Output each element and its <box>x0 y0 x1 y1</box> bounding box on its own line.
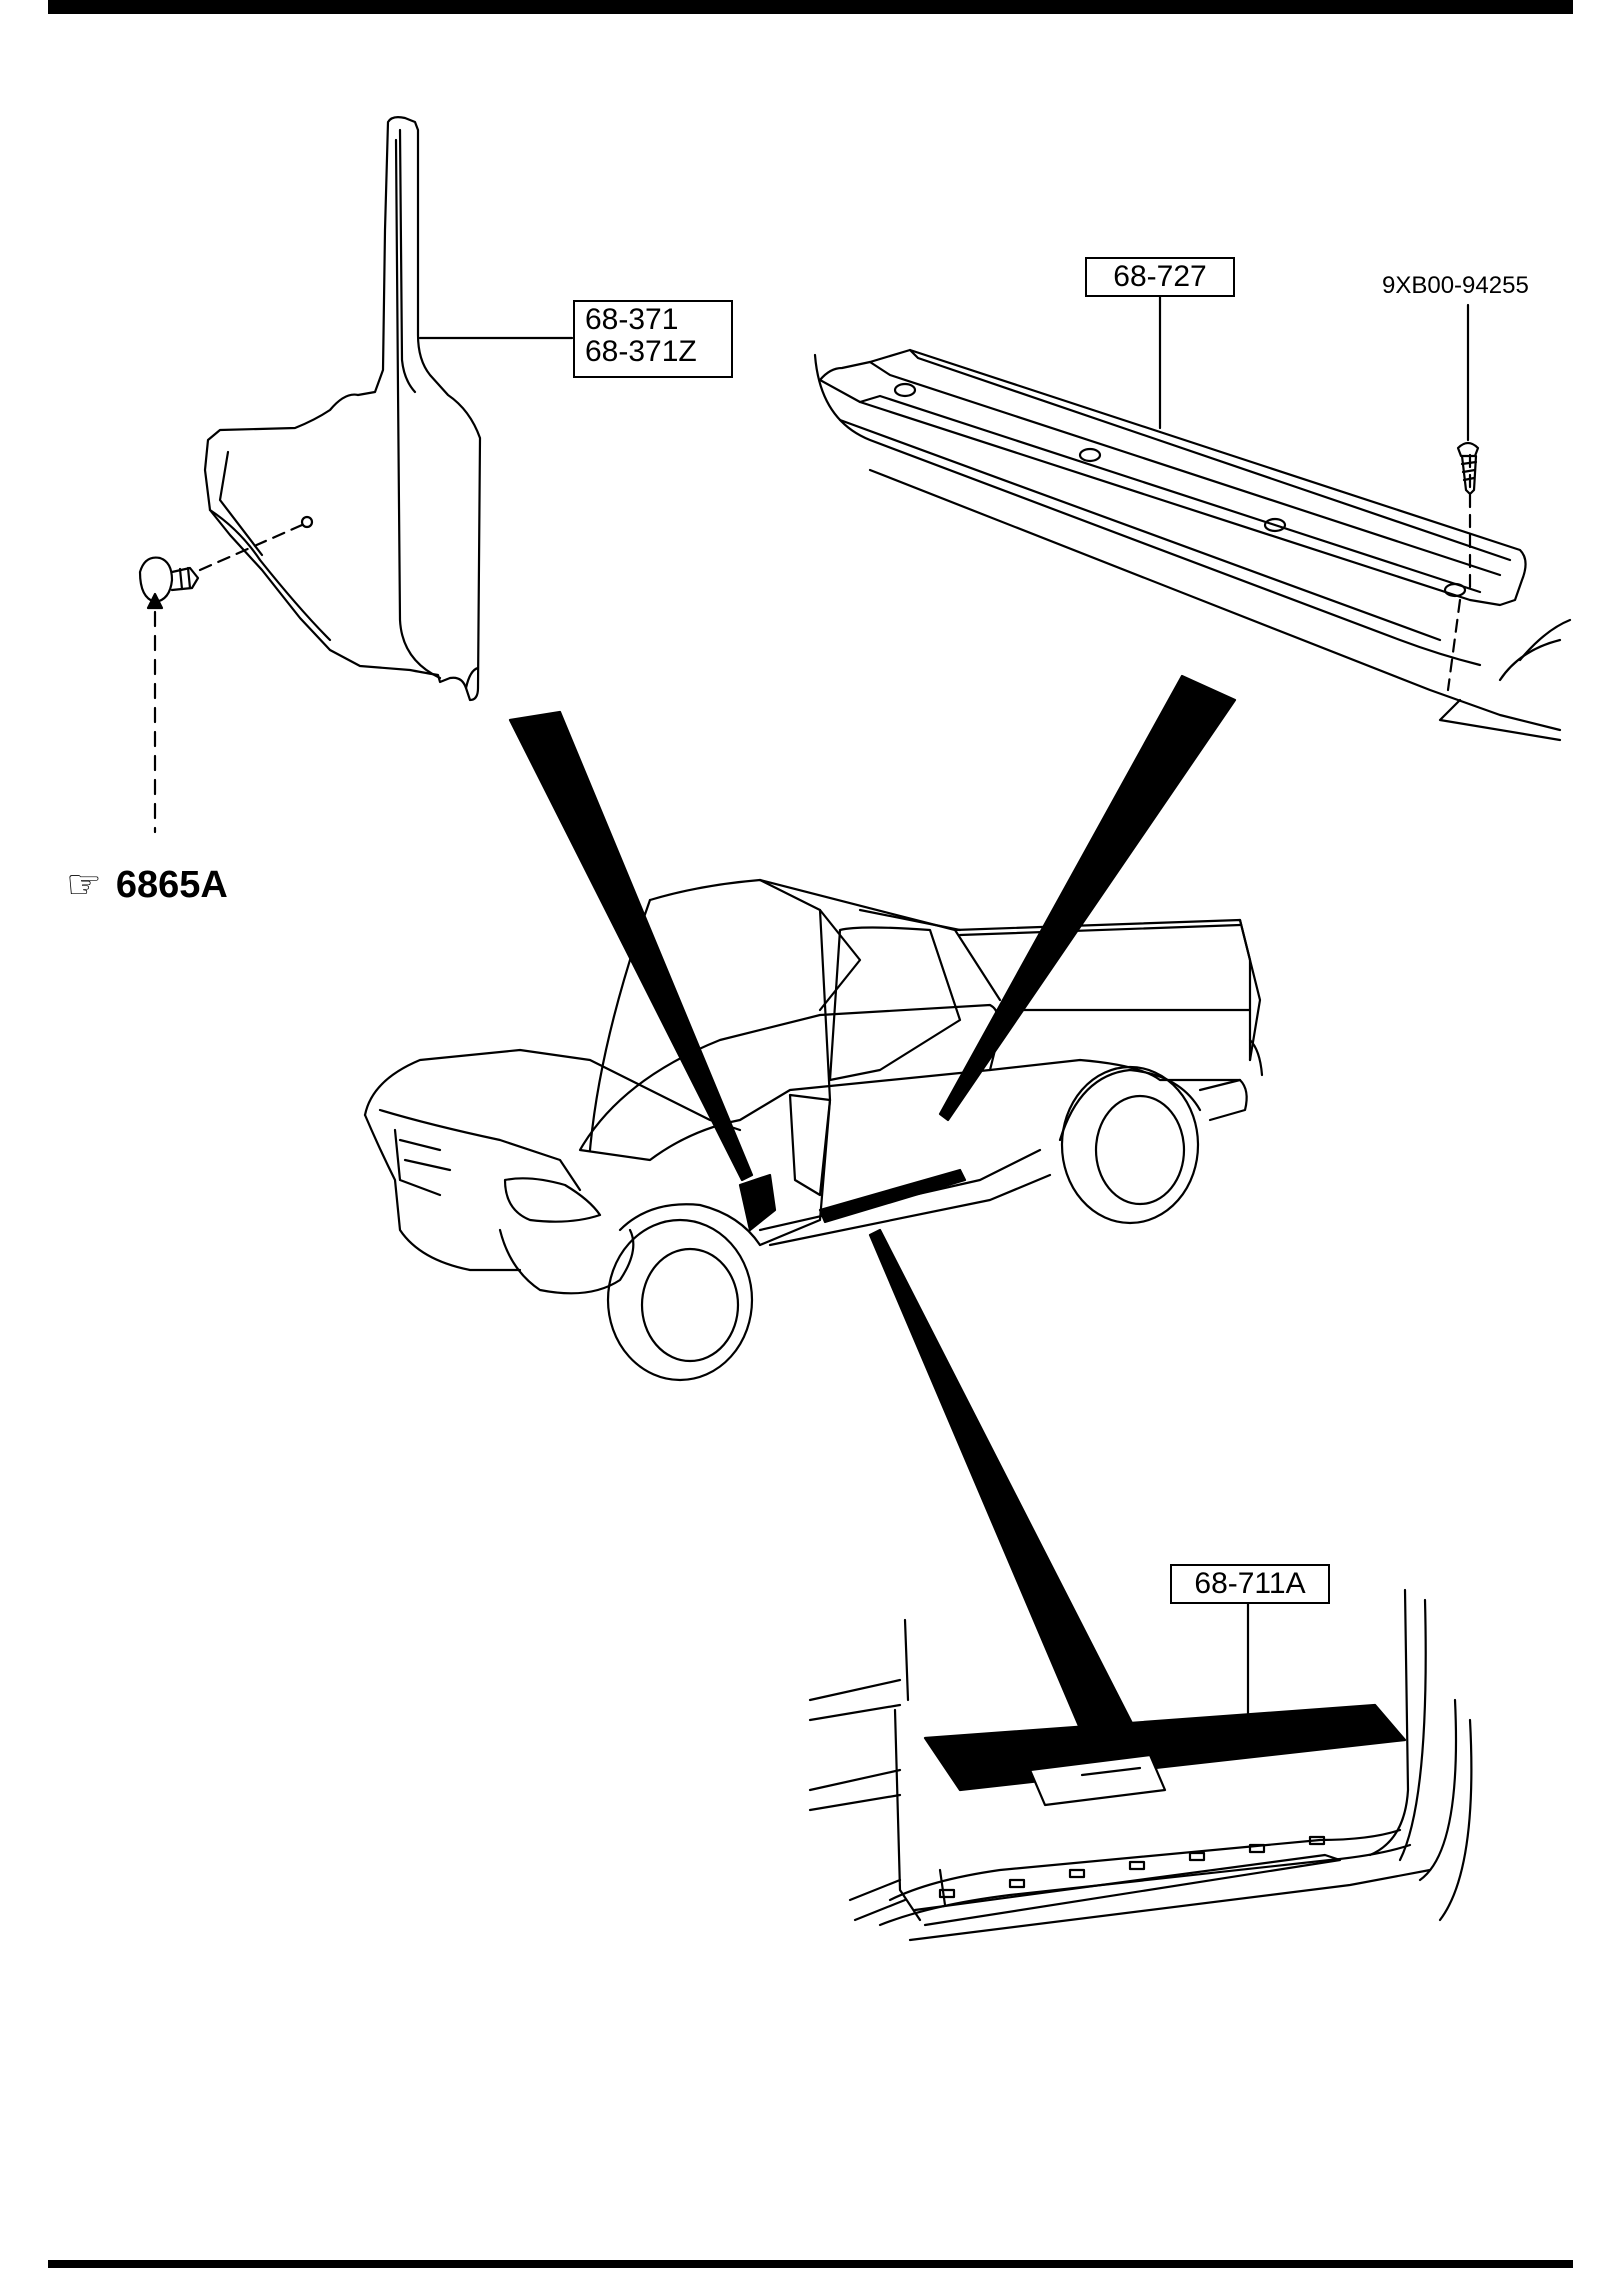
callout-pillar-trim: 68-371 68-371Z <box>573 300 733 378</box>
top-border-rule <box>48 0 1573 14</box>
pointer-wedge-sill <box>938 674 1237 1122</box>
scuff-plate-part <box>808 1588 1473 1942</box>
callout-sill-rail: 68-727 <box>1085 257 1235 297</box>
reference-link[interactable]: ☞ 6865A <box>66 862 228 908</box>
callout-scuff-plate-text: 68-711A <box>1194 1567 1306 1600</box>
callout-pillar-trim-line2: 68-371Z <box>585 335 697 368</box>
reference-link-label: 6865A <box>115 863 228 906</box>
callout-sill-rail-text: 68-727 <box>1113 260 1207 293</box>
callout-scuff-plate: 68-711A <box>1170 1564 1330 1604</box>
clip-fastener-part <box>138 523 304 834</box>
pointing-hand-icon: ☞ <box>66 863 102 907</box>
pickup-truck-illustration <box>363 878 1264 1382</box>
pointer-wedge-scuff <box>868 1228 1140 1754</box>
sill-rail-part <box>813 348 1572 742</box>
bottom-border-rule <box>48 2260 1573 2268</box>
callout-pillar-trim-line1: 68-371 <box>585 303 679 336</box>
label-screw: 9XB00-94255 <box>1382 272 1529 299</box>
pointer-wedge-pillar <box>508 710 754 1182</box>
pillar-trim-part <box>203 116 482 702</box>
screw-part <box>1456 441 1480 496</box>
